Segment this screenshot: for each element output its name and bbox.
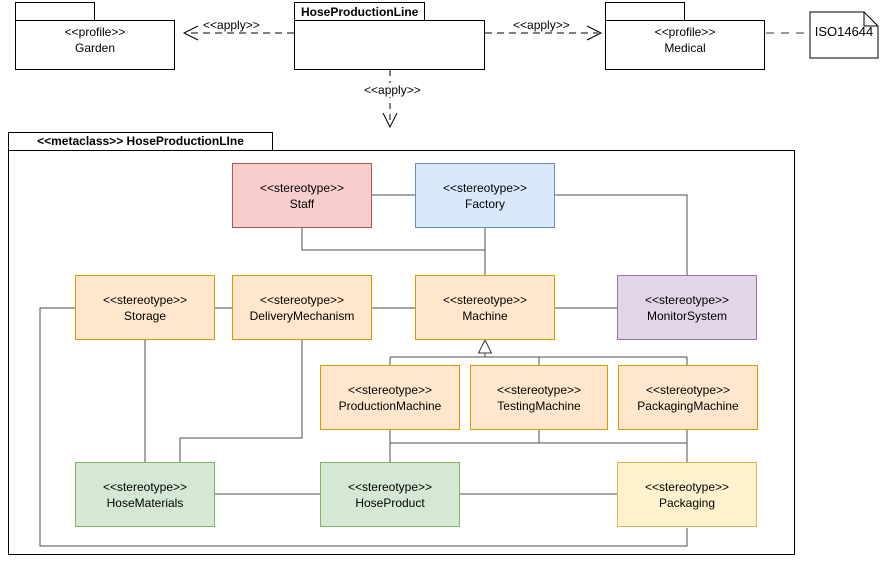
stereotype-packagingmachine[interactable]: <<stereotype>> PackagingMachine [618,365,758,430]
testingmachine-name-label: TestingMachine [497,398,581,413]
medical-name-label: Medical [664,41,706,55]
hoseproduct-stereotype-label: <<stereotype>> [347,479,433,494]
hoseproductionline-package[interactable] [294,20,485,70]
packagingmachine-stereotype-label: <<stereotype>> [645,382,731,397]
stereotype-monitorsystem[interactable]: <<stereotype>> MonitorSystem [617,275,757,340]
factory-stereotype-label: <<stereotype>> [442,180,528,195]
garden-package[interactable]: <<profile>> Garden [15,20,175,70]
medical-stereotype-label: <<profile>> [654,25,716,39]
stereotype-machine[interactable]: <<stereotype>> Machine [415,275,555,340]
deliverymechanism-name-label: DeliveryMechanism [249,308,355,323]
factory-name-label: Factory [464,196,505,211]
monitorsystem-stereotype-label: <<stereotype>> [644,292,730,307]
hoseproductionline-package-tab[interactable]: HoseProductionLine [294,2,425,21]
monitorsystem-name-label: MonitorSystem [646,308,728,323]
hoseproduct-name-label: HoseProduct [355,495,425,510]
garden-name-label: Garden [74,41,116,55]
machine-name-label: Machine [462,308,508,323]
hosematerials-stereotype-label: <<stereotype>> [102,479,188,494]
storage-stereotype-label: <<stereotype>> [102,292,188,307]
apply-label-left: <<apply>> [203,18,260,32]
hoseproductionline-title: HoseProductionLine [301,5,419,19]
medical-package-tab[interactable] [605,2,685,21]
testingmachine-stereotype-label: <<stereotype>> [496,382,582,397]
apply-label-right: <<apply>> [513,18,570,32]
apply-label-down: <<apply>> [362,83,423,97]
stereotype-staff[interactable]: <<stereotype>> Staff [232,163,372,228]
stereotype-deliverymechanism[interactable]: <<stereotype>> DeliveryMechanism [232,275,372,340]
open-arrowhead-down [382,112,398,129]
hosematerials-name-label: HoseMaterials [106,495,184,510]
productionmachine-name-label: ProductionMachine [338,398,442,413]
stereotype-packaging[interactable]: <<stereotype>> Packaging [617,462,757,527]
stereotype-hoseproduct[interactable]: <<stereotype>> HoseProduct [320,462,460,527]
stereotype-productionmachine[interactable]: <<stereotype>> ProductionMachine [320,365,460,430]
deliverymechanism-stereotype-label: <<stereotype>> [259,292,345,307]
open-arrowhead-left [182,25,199,41]
machine-stereotype-label: <<stereotype>> [442,292,528,307]
stereotype-storage[interactable]: <<stereotype>> Storage [75,275,215,340]
medical-package[interactable]: <<profile>> Medical [605,20,765,70]
staff-name-label: Staff [289,196,315,211]
stereotype-factory[interactable]: <<stereotype>> Factory [415,163,555,228]
packaging-stereotype-label: <<stereotype>> [644,479,730,494]
garden-stereotype-label: <<profile>> [64,25,126,39]
metaclass-frame-tab[interactable]: <<metaclass>> HoseProductionLIne [8,132,273,151]
stereotype-testingmachine[interactable]: <<stereotype>> TestingMachine [470,365,608,430]
iso-note-label[interactable]: ISO14644 [814,24,874,39]
storage-name-label: Storage [123,308,167,323]
stereotype-hosematerials[interactable]: <<stereotype>> HoseMaterials [75,462,215,527]
garden-package-tab[interactable] [15,2,95,21]
packagingmachine-name-label: PackagingMachine [637,398,739,413]
productionmachine-stereotype-label: <<stereotype>> [347,382,433,397]
staff-stereotype-label: <<stereotype>> [259,180,345,195]
open-arrowhead-right [586,25,603,41]
packaging-name-label: Packaging [658,495,716,510]
